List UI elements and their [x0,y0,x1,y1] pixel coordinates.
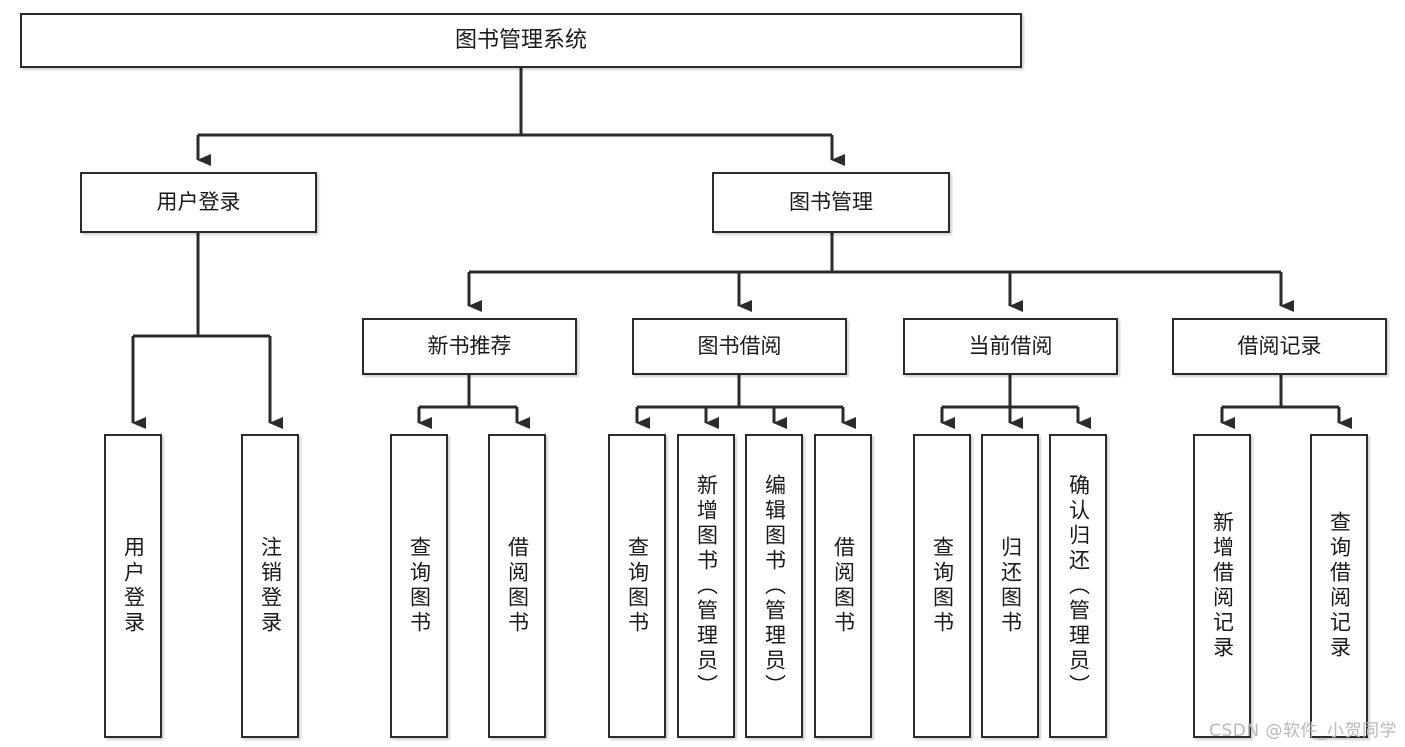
node-book-borrow[interactable]: 图书借阅 [632,318,847,375]
node-leaf-add-book[interactable]: 新增图书（管理员） [677,434,735,738]
node-leaf-query-book-3-label: 查询图书 [930,536,955,636]
node-leaf-add-book-label: 新增图书（管理员） [694,473,719,699]
node-borrow-record[interactable]: 借阅记录 [1172,318,1387,375]
node-leaf-query-record[interactable]: 查询借阅记录 [1310,434,1368,738]
node-leaf-add-record[interactable]: 新增借阅记录 [1193,434,1251,738]
node-leaf-add-record-label: 新增借阅记录 [1210,511,1235,661]
node-leaf-query-record-label: 查询借阅记录 [1327,511,1352,661]
node-leaf-query-book-2-label: 查询图书 [625,536,650,636]
node-leaf-borrow-book-1[interactable]: 借阅图书 [488,434,546,738]
node-leaf-confirm-return-label: 确认归还（管理员） [1066,473,1091,699]
node-leaf-query-book-3[interactable]: 查询图书 [913,434,971,738]
node-leaf-query-book-1[interactable]: 查询图书 [390,434,448,738]
node-new-book-rec[interactable]: 新书推荐 [362,318,577,375]
node-leaf-query-book-2[interactable]: 查询图书 [608,434,666,738]
node-leaf-borrow-book-1-label: 借阅图书 [505,536,530,636]
node-current-borrow[interactable]: 当前借阅 [903,318,1118,375]
node-leaf-logout[interactable]: 注销登录 [241,434,299,738]
node-root-label: 图书管理系统 [454,27,587,53]
node-root[interactable]: 图书管理系统 [20,13,1022,68]
node-leaf-borrow-book-2[interactable]: 借阅图书 [814,434,872,738]
node-leaf-user-login-label: 用户登录 [121,536,146,636]
node-leaf-user-login[interactable]: 用户登录 [104,434,162,738]
node-new-book-rec-label: 新书推荐 [427,334,512,359]
node-user-login-label: 用户登录 [156,190,241,215]
node-book-manage-label: 图书管理 [789,190,873,215]
node-borrow-record-label: 借阅记录 [1237,334,1322,359]
node-leaf-return-book[interactable]: 归还图书 [981,434,1039,738]
node-leaf-logout-label: 注销登录 [258,536,283,636]
node-leaf-borrow-book-2-label: 借阅图书 [831,536,856,636]
node-book-borrow-label: 图书借阅 [697,334,782,359]
node-current-borrow-label: 当前借阅 [968,334,1053,359]
node-leaf-return-book-label: 归还图书 [998,536,1023,636]
node-leaf-confirm-return[interactable]: 确认归还（管理员） [1049,434,1107,738]
node-user-login[interactable]: 用户登录 [80,172,317,233]
node-book-manage[interactable]: 图书管理 [712,172,950,233]
node-leaf-edit-book[interactable]: 编辑图书（管理员） [745,434,803,738]
node-leaf-edit-book-label: 编辑图书（管理员） [762,473,787,699]
node-leaf-query-book-1-label: 查询图书 [407,536,432,636]
